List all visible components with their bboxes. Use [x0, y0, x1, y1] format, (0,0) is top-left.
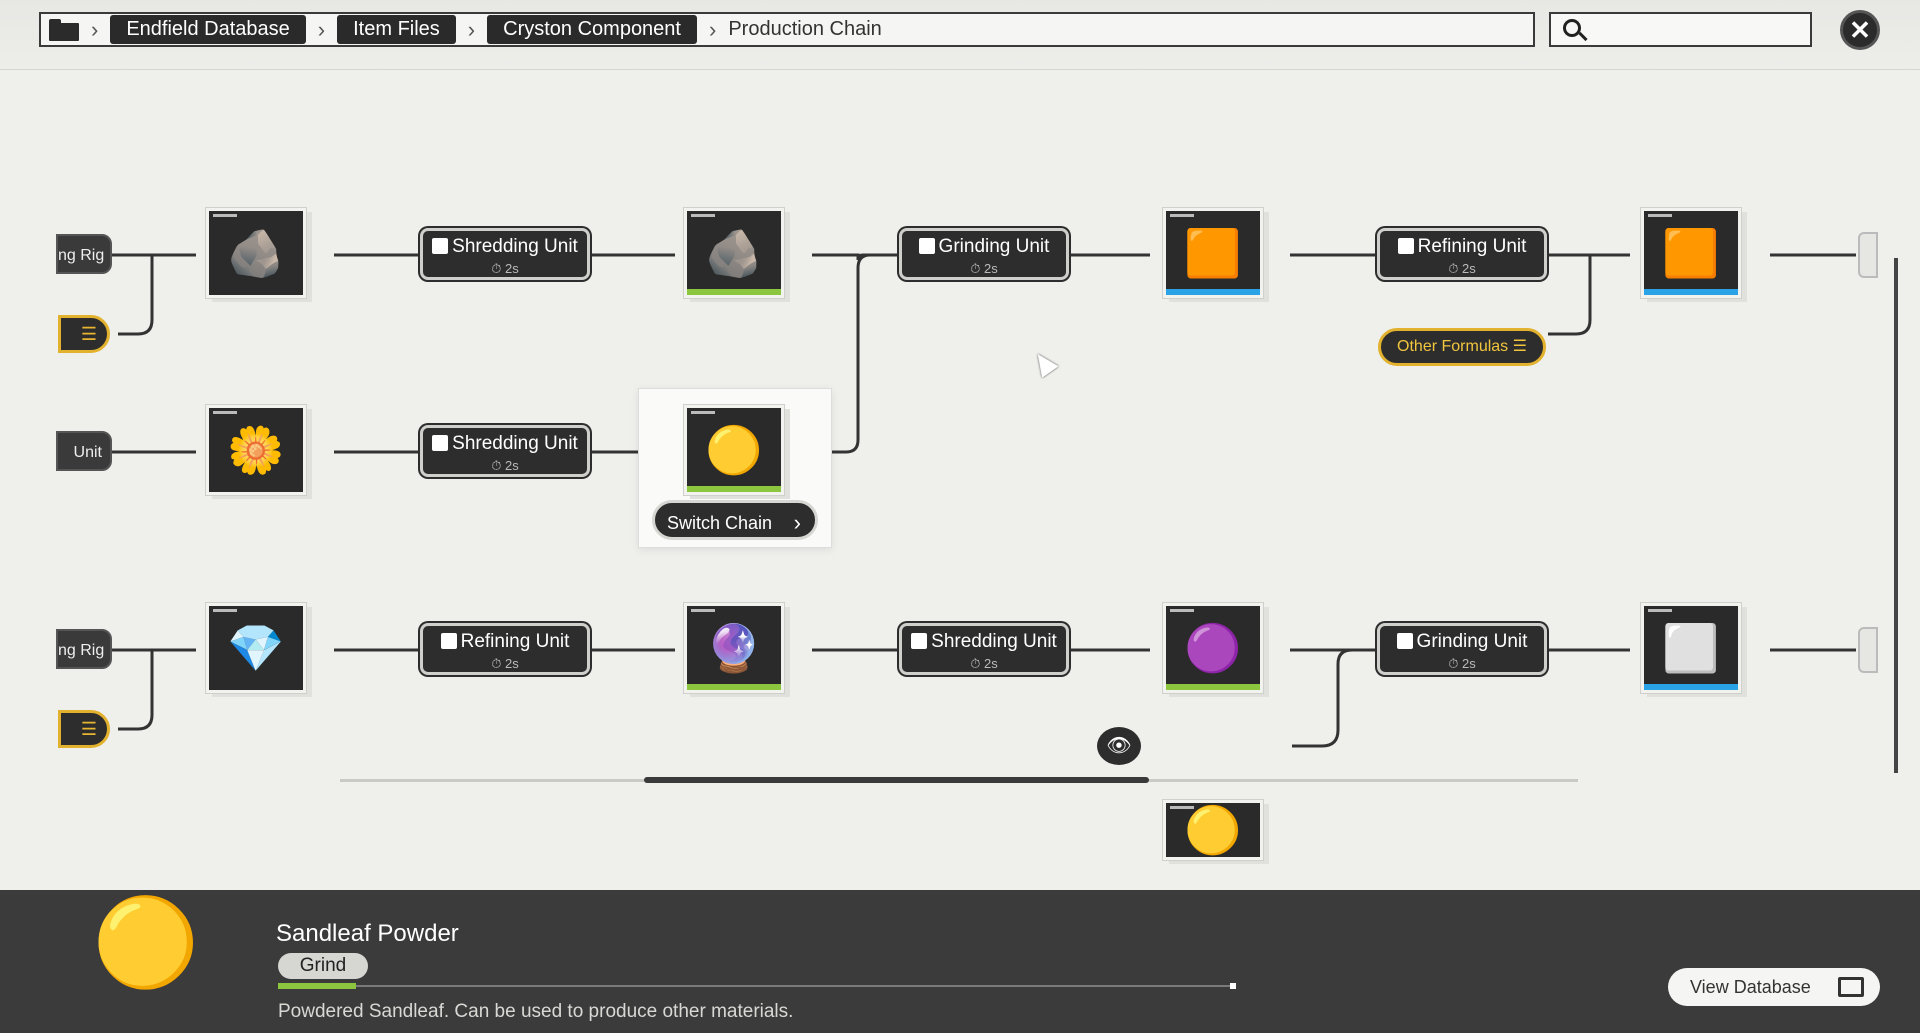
chevron-right-icon: ›: [709, 16, 717, 42]
stub-rig-1[interactable]: ng Rig: [56, 234, 112, 274]
item-cryston-component-white[interactable]: ⬜: [1641, 603, 1741, 693]
production-chain-canvas[interactable]: ng Rig ☰ Unit ng Rig ☰ 🪨 Shredding Unit ⏱…: [0, 70, 1920, 890]
detail-divider: [278, 985, 1236, 987]
machine-shredding-unit[interactable]: Shredding Unit ⏱ 2s: [420, 425, 590, 477]
stub-unit[interactable]: Unit: [56, 431, 112, 471]
machine-name: Refining Unit: [460, 631, 570, 652]
machine-grinding-unit[interactable]: Grinding Unit ⏱ 2s: [899, 228, 1069, 280]
detail-progress: [278, 983, 356, 989]
chevron-right-icon: ›: [317, 16, 326, 42]
machine-shredding-unit[interactable]: Shredding Unit ⏱ 2s: [899, 623, 1069, 675]
switch-chain-label: Switch Chain: [667, 513, 773, 533]
right-stub-1[interactable]: [1858, 232, 1878, 278]
item-dark-ore[interactable]: 🪨: [684, 208, 784, 298]
close-icon: ✕: [1849, 14, 1871, 45]
folder-icon[interactable]: [49, 18, 79, 41]
sandleaf-powder-icon: 🟡: [92, 895, 200, 991]
machine-name: Shredding Unit: [452, 433, 578, 454]
database-search-icon: [1838, 977, 1864, 997]
horizontal-scrollbar-thumb[interactable]: [644, 777, 1149, 783]
shredder-icon: [432, 435, 449, 451]
chevron-right-icon: ›: [467, 16, 476, 42]
stub-formula-1[interactable]: ☰: [58, 315, 110, 353]
white-cube-icon: ⬜: [1662, 622, 1720, 674]
stub-formula-2[interactable]: ☰: [58, 710, 110, 748]
breadcrumb: › Endfield Database › Item Files › Cryst…: [39, 12, 1535, 47]
sandleaf-powder-icon: 🟡: [1184, 804, 1242, 856]
item-amethyst-fiber[interactable]: 🔮: [684, 603, 784, 693]
chevron-right-icon: ›: [91, 16, 99, 42]
breadcrumb-item-files[interactable]: Item Files: [337, 15, 456, 44]
machine-name: Grinding Unit: [1416, 631, 1528, 652]
machine-time: ⏱ 2s: [970, 656, 998, 671]
top-bar: › Endfield Database › Item Files › Cryst…: [0, 0, 1920, 70]
breadcrumb-endfield-database[interactable]: Endfield Database: [110, 15, 306, 44]
chevron-right-icon: ›: [793, 510, 801, 535]
shredder-icon: [432, 238, 449, 254]
machine-time: ⏱ 2s: [491, 261, 519, 276]
machine-name: Shredding Unit: [931, 631, 1057, 652]
item-amethyst-powder[interactable]: 🟣: [1163, 603, 1263, 693]
machine-refining-unit[interactable]: Refining Unit ⏱ 2s: [1377, 228, 1547, 280]
amber-ore-icon: 🪨: [227, 227, 285, 279]
machine-shredding-unit[interactable]: Shredding Unit ⏱ 2s: [420, 228, 590, 280]
orange-block-icon: 🟧: [1662, 227, 1720, 279]
breadcrumb-current: Production Chain: [728, 18, 882, 40]
view-database-button[interactable]: View Database: [1668, 968, 1880, 1006]
breadcrumb-cryston-component[interactable]: Cryston Component: [487, 15, 697, 44]
machine-time: ⏱ 2s: [970, 261, 998, 276]
close-button[interactable]: ✕: [1840, 10, 1880, 50]
item-ore-amber[interactable]: 🪨: [206, 208, 306, 298]
machine-name: Grinding Unit: [938, 236, 1050, 257]
item-cryston-component-orange[interactable]: 🟧: [1641, 208, 1741, 298]
refiner-icon: [1397, 238, 1414, 254]
item-amber-cube[interactable]: 🟧: [1163, 208, 1263, 298]
switch-chain-button[interactable]: Switch Chain ›: [652, 500, 818, 540]
item-purple-ore[interactable]: 💎: [206, 603, 306, 693]
machine-time: ⏱ 2s: [1448, 261, 1476, 276]
item-tag: Grind: [278, 953, 368, 979]
other-formulas-button[interactable]: Other Formulas ☰: [1378, 328, 1546, 366]
view-database-label: View Database: [1690, 977, 1811, 997]
amethyst-powder-icon: 🟣: [1184, 622, 1242, 674]
machine-time: ⏱ 2s: [491, 458, 519, 473]
item-sandleaf-powder-input[interactable]: 🟡: [1163, 800, 1263, 860]
item-name: Sandleaf Powder: [276, 920, 459, 947]
grinder-icon: [918, 238, 935, 254]
search-icon[interactable]: [1563, 19, 1581, 37]
item-detail-panel: 🟡 Sandleaf Powder Grind Powdered Sandlea…: [0, 890, 1920, 1033]
search-input[interactable]: [1595, 18, 1800, 42]
machine-name: Refining Unit: [1417, 236, 1527, 257]
machine-refining-unit[interactable]: Refining Unit ⏱ 2s: [420, 623, 590, 675]
search-box[interactable]: [1549, 12, 1812, 47]
amethyst-fiber-icon: 🔮: [705, 622, 763, 674]
eye-icon[interactable]: 👁: [1097, 727, 1141, 765]
orange-cube-icon: 🟧: [1184, 227, 1242, 279]
right-stub-2[interactable]: [1858, 627, 1878, 673]
vertical-scrollbar[interactable]: [1894, 258, 1898, 773]
sandleaf-powder-icon: 🟡: [705, 424, 763, 476]
dark-ore-icon: 🪨: [705, 227, 763, 279]
item-description: Powdered Sandleaf. Can be used to produc…: [278, 1001, 794, 1022]
machine-time: ⏱ 2s: [1448, 656, 1476, 671]
sandleaf-plant-icon: 🌼: [227, 424, 285, 476]
amethyst-ore-icon: 💎: [227, 622, 285, 674]
machine-grinding-unit[interactable]: Grinding Unit ⏱ 2s: [1377, 623, 1547, 675]
shredder-icon: [911, 633, 928, 649]
machine-time: ⏱ 2s: [491, 656, 519, 671]
machine-name: Shredding Unit: [452, 236, 578, 257]
item-sandleaf-powder[interactable]: 🟡: [684, 405, 784, 495]
stub-rig-2[interactable]: ng Rig: [56, 629, 112, 669]
grinder-icon: [1396, 633, 1413, 649]
refiner-icon: [440, 633, 457, 649]
item-sandleaf[interactable]: 🌼: [206, 405, 306, 495]
